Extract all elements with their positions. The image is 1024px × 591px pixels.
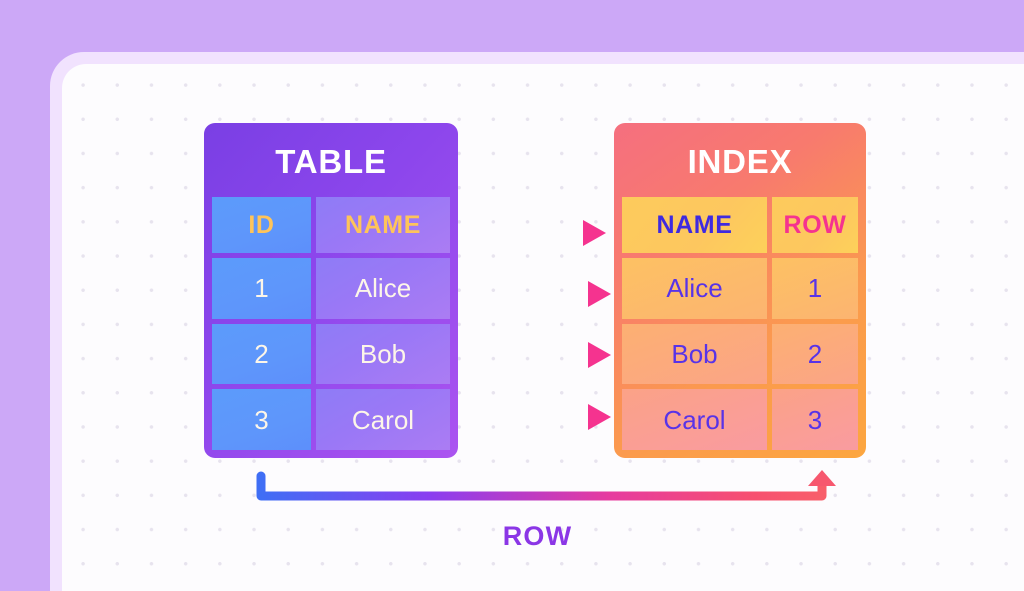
index-cell-row-1: 1 bbox=[772, 258, 858, 319]
table-cell-name-3: Carol bbox=[316, 389, 450, 450]
table-cell-id-3: 3 bbox=[212, 389, 311, 450]
index-header-row: ROW bbox=[772, 197, 858, 253]
index-cell-name-1: Alice bbox=[622, 258, 767, 319]
table-cell-id-2: 2 bbox=[212, 323, 311, 385]
index-cell-name-3: Carol bbox=[622, 389, 767, 450]
index-entity-box: INDEX NAME ROW Alice 1 Bob 2 Carol 3 bbox=[614, 123, 866, 458]
table-cell-id-1: 1 bbox=[212, 258, 311, 319]
table-grid: ID NAME 1 Alice 2 Bob 3 Carol bbox=[204, 197, 458, 458]
index-cell-name-2: Bob bbox=[622, 323, 767, 385]
index-cell-row-3: 3 bbox=[772, 389, 858, 450]
table-title: TABLE bbox=[275, 143, 387, 180]
table-header-name: NAME bbox=[316, 197, 450, 253]
index-header-name: NAME bbox=[622, 197, 767, 253]
row-arrow-caption: ROW bbox=[502, 521, 573, 551]
table-cell-name-1: Alice bbox=[316, 258, 450, 319]
index-title: INDEX bbox=[687, 143, 793, 180]
table-entity-box: TABLE ID NAME 1 Alice 2 Bob 3 Carol bbox=[204, 123, 458, 458]
index-grid: NAME ROW Alice 1 Bob 2 Carol 3 bbox=[614, 197, 866, 458]
table-cell-name-2: Bob bbox=[316, 323, 450, 385]
dotted-canvas: TABLE ID NAME 1 Alice 2 Bob 3 Carol INDE… bbox=[62, 64, 1024, 591]
index-cell-row-2: 2 bbox=[772, 323, 858, 385]
table-header-id: ID bbox=[212, 197, 311, 253]
